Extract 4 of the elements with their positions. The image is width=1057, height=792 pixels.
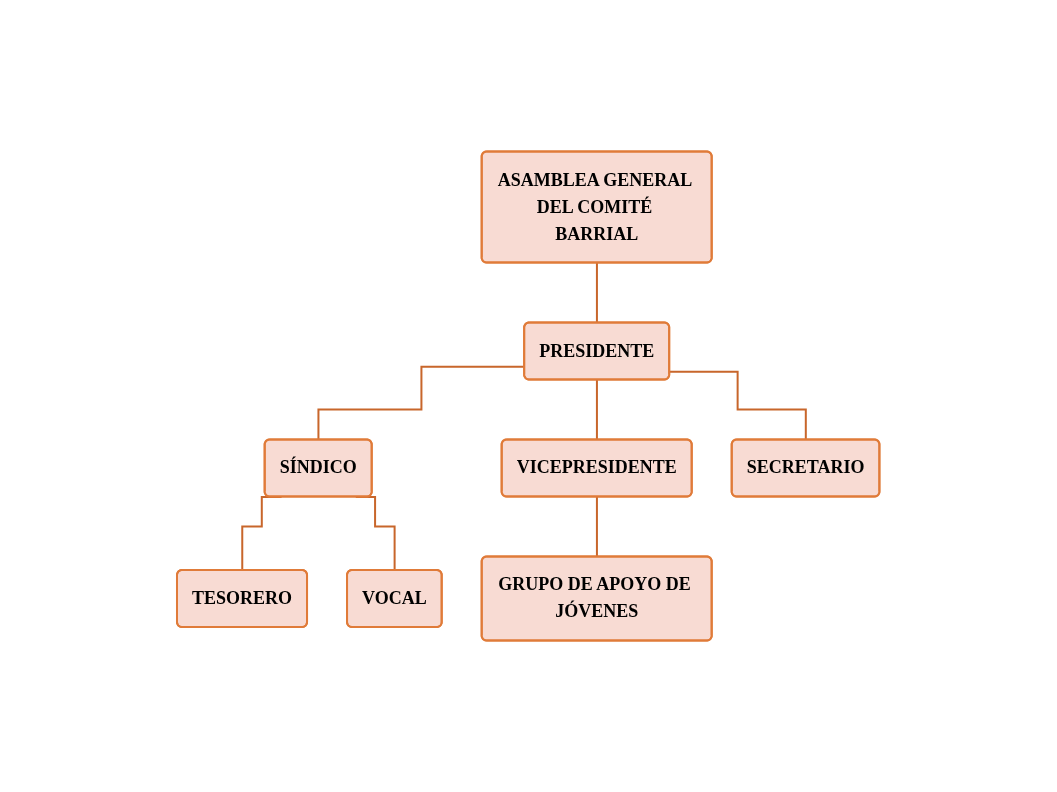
connector: [596, 496, 599, 558]
connector: [669, 370, 808, 441]
connector: [596, 262, 599, 324]
connector: [596, 379, 599, 441]
